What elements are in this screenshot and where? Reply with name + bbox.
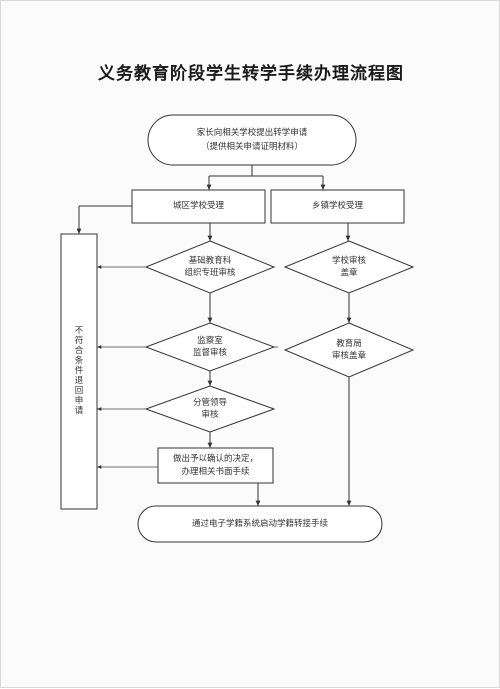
urban-review3-label-line1: 分管领导 [192,398,227,408]
urban-accept-box [131,189,266,224]
urban-decision-box [157,447,274,484]
start-label-line1: 家长向相关学校提出转学申请 [196,128,308,138]
urban-review2-label-line1: 监察室 [197,336,223,346]
urban-review3-label-line2: 审核 [201,410,219,420]
urban-accept-label: 城区学校受理 [172,201,224,211]
rural-review1-label-line2: 盖章 [340,268,358,278]
urban-decision-label-line1: 做出予以确认的决定， [172,454,258,464]
urban-review2-label-line2: 监督审核 [192,348,227,358]
rural-review2-label-line2: 审核盖章 [331,351,366,361]
rural-review1-label-line1: 学校审核 [331,256,366,266]
start-label-line2: （提供相关申请证明材料） [200,142,303,152]
urban-decision-label-line2: 办理相关书面手续 [181,467,250,477]
end-label: 通过电子学籍系统启动学籍转接手续 [191,519,328,529]
reject-label: 不符合条件退回申请 [74,326,84,416]
end-terminal [137,505,383,543]
rural-accept-label: 乡镇学校受理 [311,201,363,211]
rural-accept-box [270,189,405,224]
rural-review2-label-line1: 教育局 [336,339,362,349]
page-title: 义务教育阶段学生转学手续办理流程图 [98,64,404,84]
urban-review1-label-line2: 组织专班审核 [184,268,236,278]
reject-box [60,233,98,510]
start-terminal [147,114,357,166]
urban-review1-label-line1: 基础教育科 [188,256,232,266]
